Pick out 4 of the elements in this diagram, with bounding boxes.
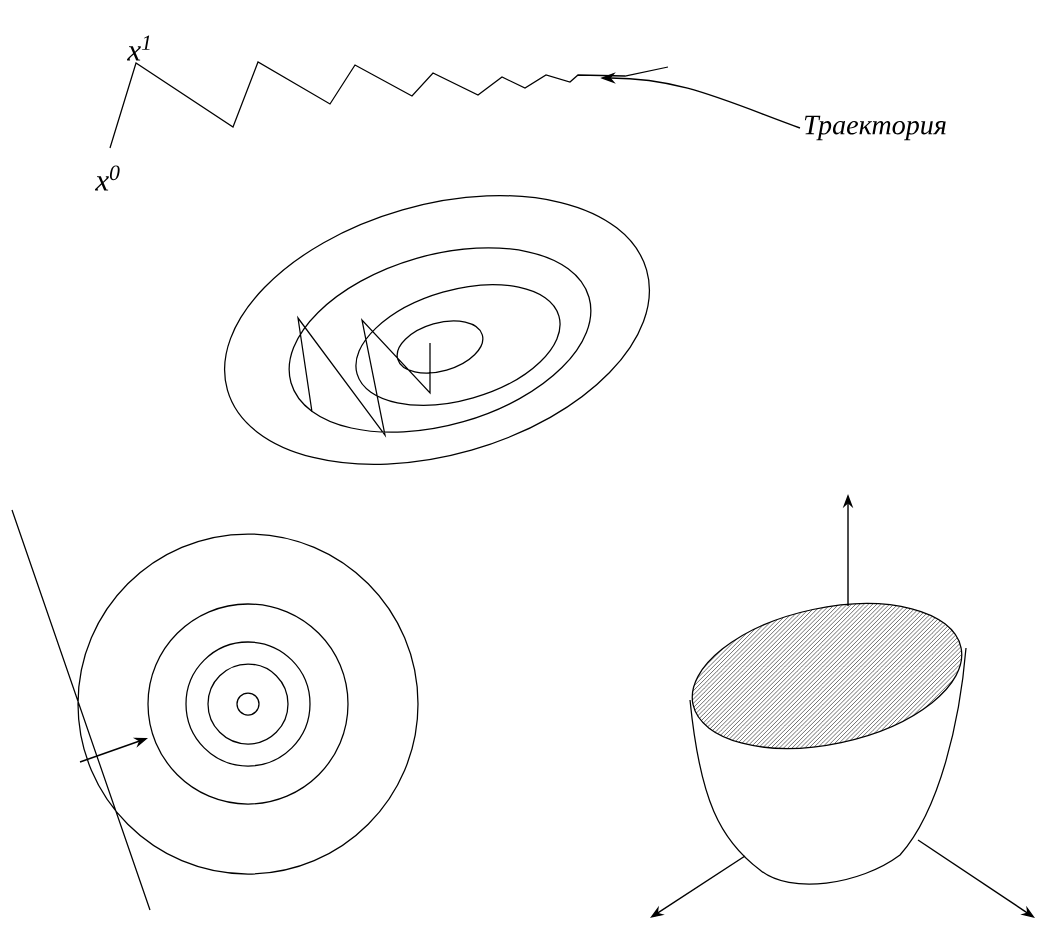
point-label: x$^{1}$ [127, 35, 150, 61]
caption-text: Траектория [804, 115, 946, 141]
point-label: x$^{0}$ [95, 165, 120, 191]
trajectory-drawing [109, 61, 669, 149]
